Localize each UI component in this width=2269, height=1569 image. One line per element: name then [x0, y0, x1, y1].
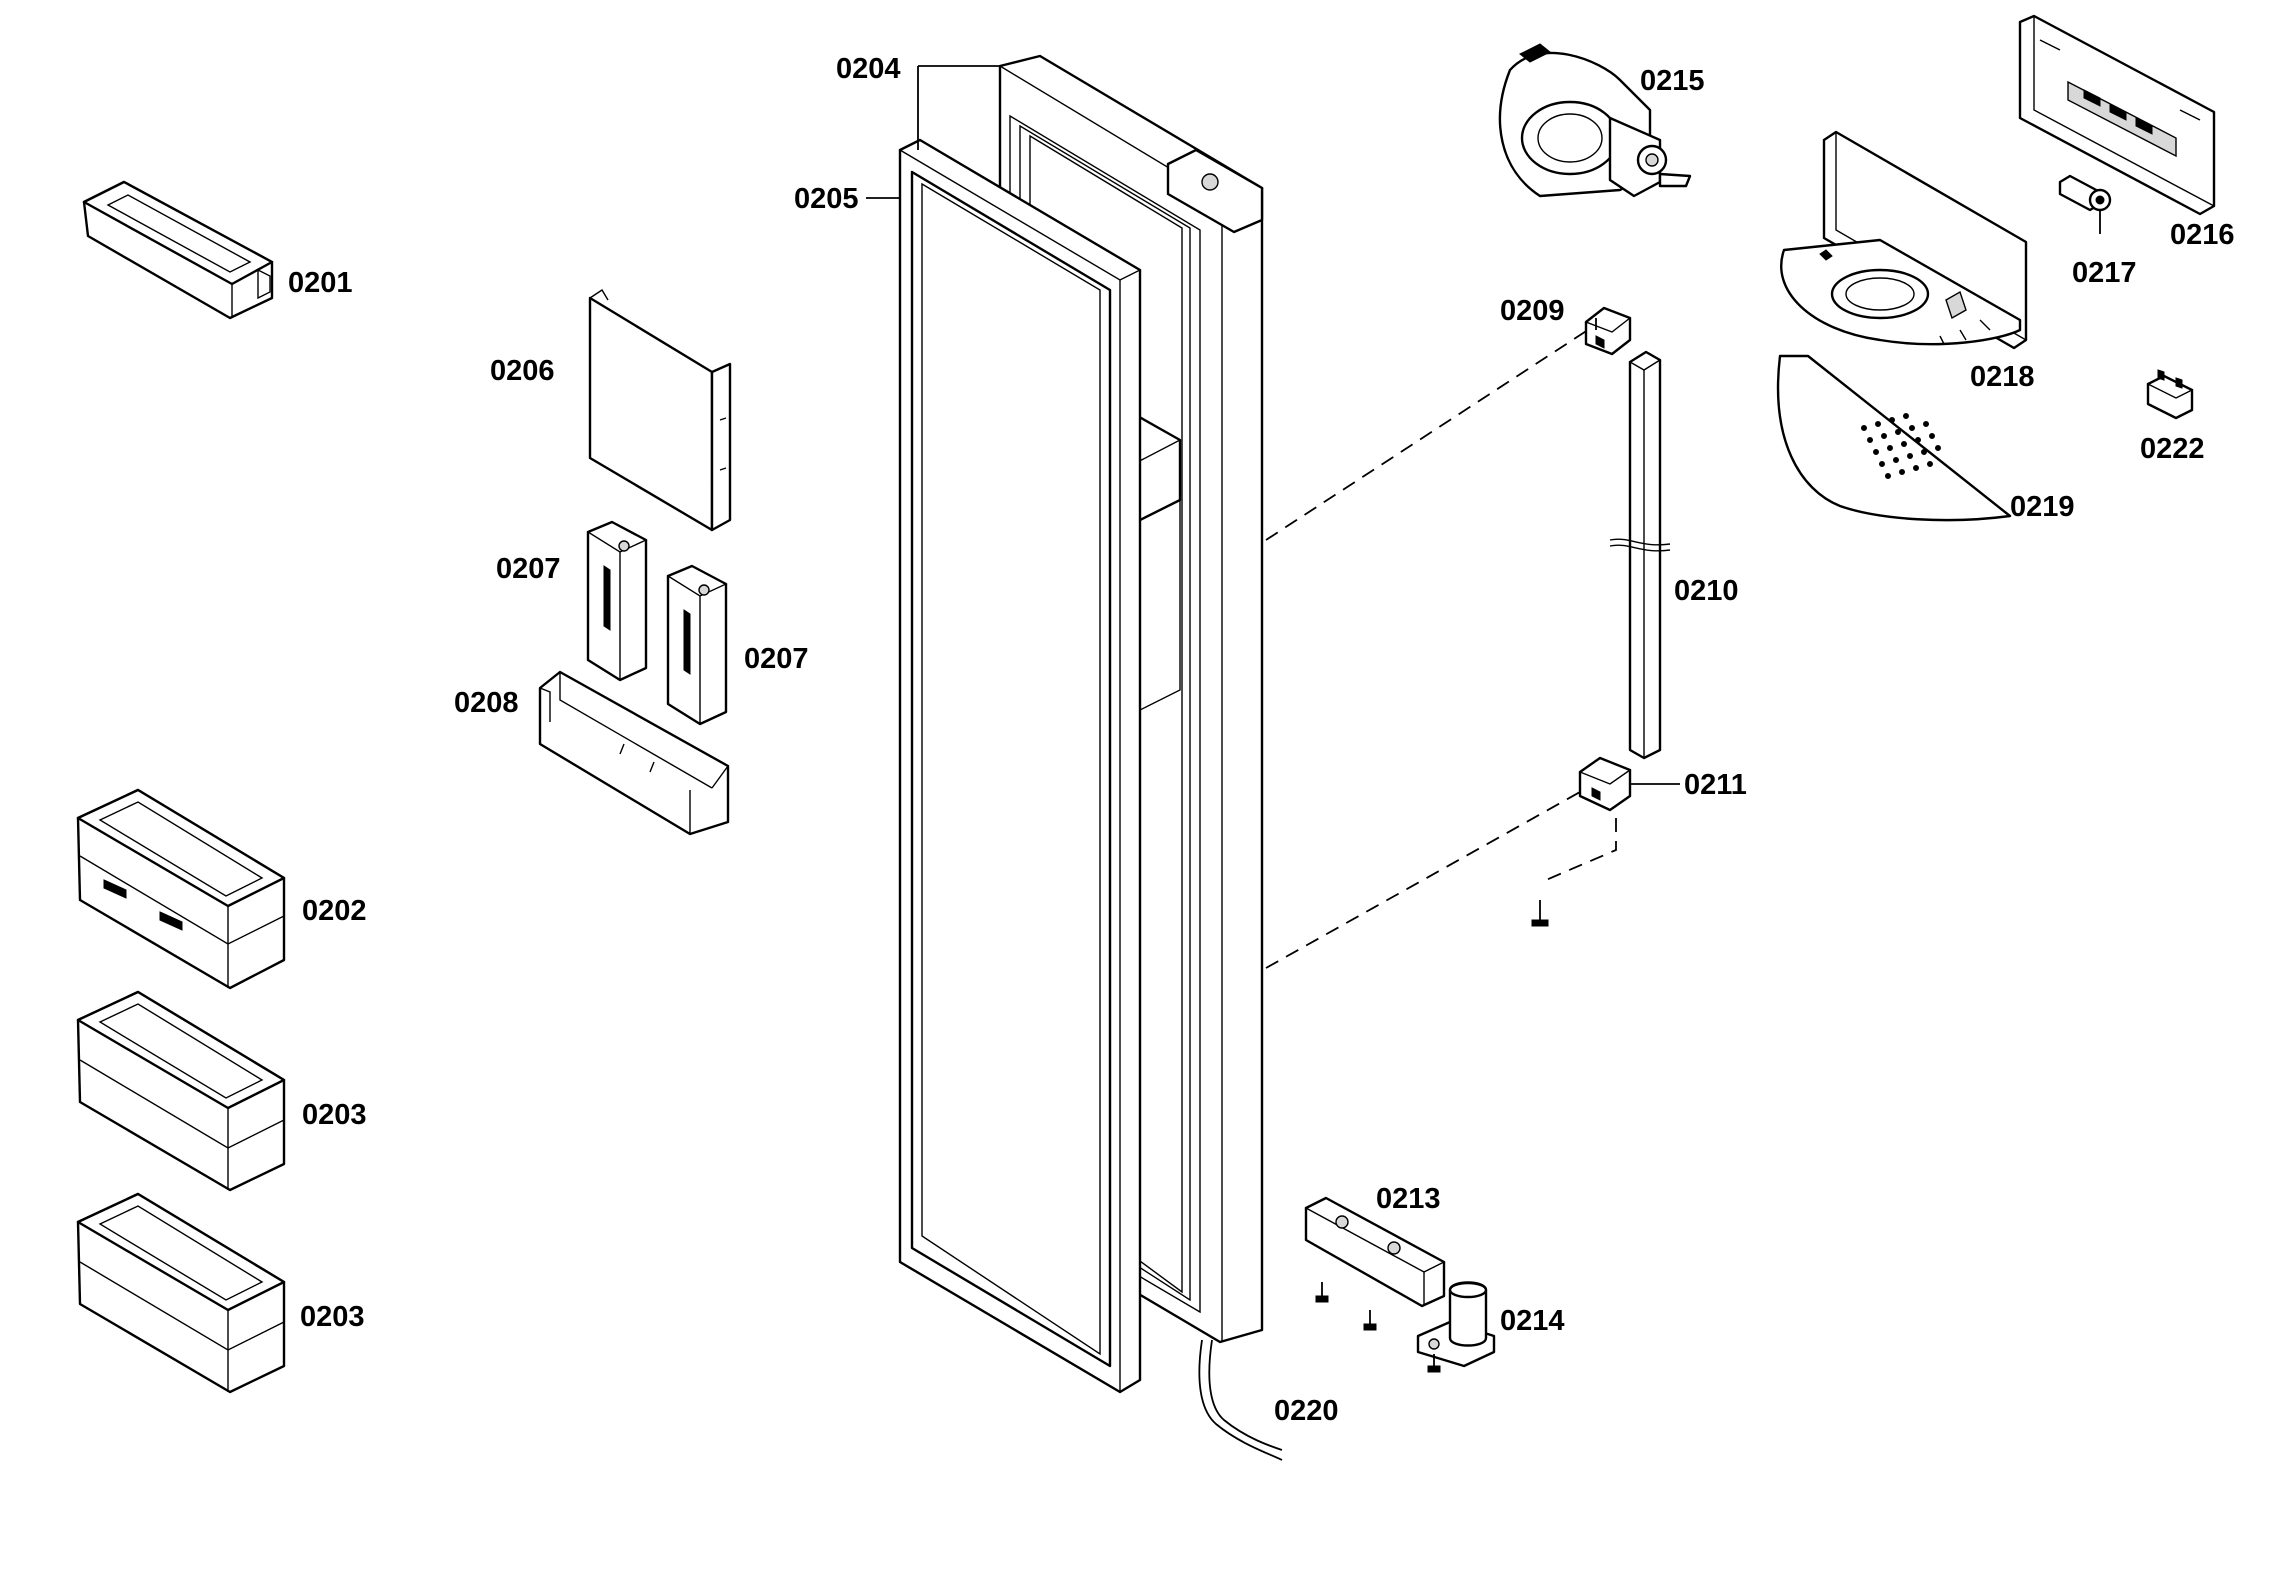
- part-0203-door-bin-lower: [76, 1192, 286, 1394]
- label-0213: 0213: [1376, 1183, 1441, 1215]
- alignment-line-lower: [1265, 791, 1581, 969]
- label-0203-upper: 0203: [302, 1099, 367, 1131]
- label-0204: 0204: [836, 53, 901, 85]
- part-0201-small-door-shelf: [82, 180, 274, 320]
- vent-hole-grid: [1861, 413, 1941, 479]
- part-0206-cover-panel: [588, 289, 732, 532]
- part-0220-wire: [1198, 1339, 1283, 1461]
- part-0202-door-bin: [76, 788, 286, 990]
- label-0215: 0215: [1640, 65, 1705, 97]
- label-0218: 0218: [1970, 361, 2035, 393]
- part-0207-ice-pack-left: [586, 520, 648, 682]
- part-0222-small-switch: [2146, 369, 2194, 420]
- part-0215-ice-chute-motor: [1498, 43, 1692, 198]
- label-0207-right: 0207: [744, 643, 809, 675]
- part-0210-vertical-strip: [1609, 350, 1671, 760]
- label-0207-left: 0207: [496, 553, 561, 585]
- part-0207-ice-pack-right: [666, 564, 728, 726]
- label-0222: 0222: [2140, 433, 2205, 465]
- part-0214-hinge-pin: [1416, 1281, 1496, 1368]
- label-0214: 0214: [1500, 1305, 1565, 1337]
- label-0203-lower: 0203: [300, 1301, 365, 1333]
- part-0208-small-shelf: [538, 670, 730, 836]
- part-0211-end-cap-bottom: [1578, 756, 1632, 812]
- label-0202: 0202: [302, 895, 367, 927]
- screw-0211: [1531, 900, 1549, 927]
- part-0209-end-cap-top: [1584, 306, 1632, 356]
- label-0209: 0209: [1500, 295, 1565, 327]
- label-0211: 0211: [1684, 769, 1747, 801]
- label-0220: 0220: [1274, 1395, 1339, 1427]
- label-0217: 0217: [2072, 257, 2137, 289]
- leader-0204: [917, 65, 1000, 150]
- alignment-line-upper: [1265, 325, 1595, 541]
- label-0210: 0210: [1674, 575, 1739, 607]
- part-0205-door-gasket-frame: [898, 138, 1142, 1394]
- part-0216-control-board: [2018, 14, 2216, 216]
- label-0205: 0205: [794, 183, 859, 215]
- screws-0214: [1315, 1282, 1441, 1373]
- part-0203-door-bin-upper: [76, 990, 286, 1192]
- alignment-line-screw: [1545, 818, 1617, 881]
- part-0219-vent-cover: [1776, 354, 2012, 522]
- label-0206: 0206: [490, 355, 555, 387]
- label-0219: 0219: [2010, 491, 2075, 523]
- label-0216: 0216: [2170, 219, 2235, 251]
- label-0208: 0208: [454, 687, 519, 719]
- label-0201: 0201: [288, 267, 353, 299]
- part-0217-switch: [2058, 174, 2112, 212]
- part-0213-hinge-plate: [1304, 1196, 1446, 1308]
- part-0218-dispenser-frame: [1780, 130, 2028, 350]
